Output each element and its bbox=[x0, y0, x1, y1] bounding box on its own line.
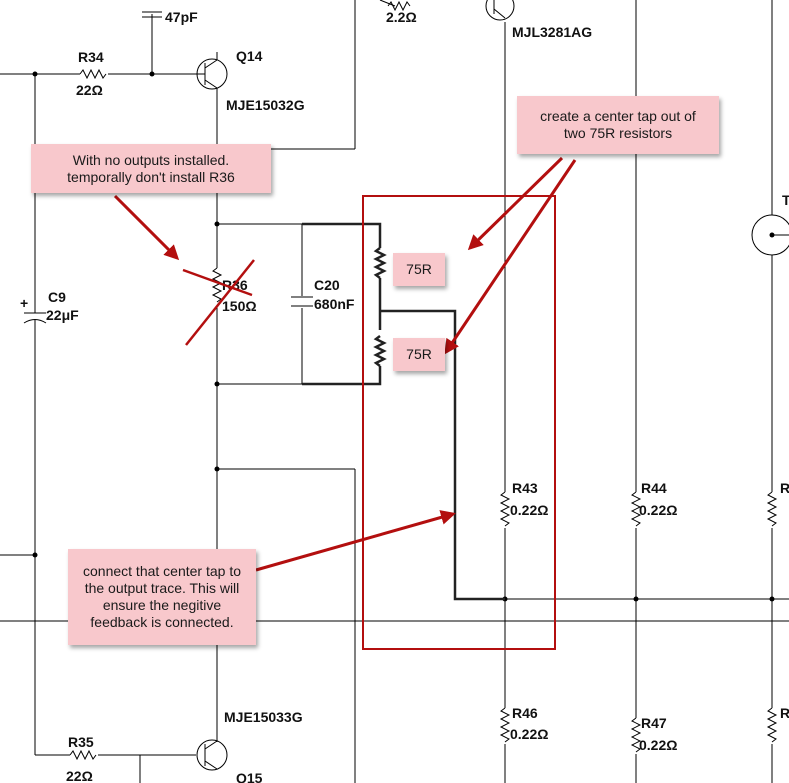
resistor-r44: R44 0.22Ω bbox=[630, 480, 677, 527]
resistor-r35: R35 22Ω bbox=[66, 734, 97, 783]
q14-ref: Q14 bbox=[236, 48, 263, 64]
resistor-right-top: R bbox=[766, 480, 789, 527]
resistor-label-1: 75R bbox=[393, 253, 445, 286]
c20-ref: C20 bbox=[314, 277, 340, 293]
r43-ref: R43 bbox=[512, 480, 538, 496]
capacitor-c20: C20 680nF bbox=[291, 277, 355, 312]
c9-value: 22μF bbox=[46, 307, 79, 323]
r35-ref: R35 bbox=[68, 734, 94, 750]
r46-value: 0.22Ω bbox=[510, 726, 548, 742]
c20-value: 680nF bbox=[314, 296, 355, 312]
r35-value: 22Ω bbox=[66, 768, 93, 783]
transistor-q14: Q14 MJE15032G bbox=[196, 48, 305, 113]
junction-dots bbox=[32, 71, 775, 602]
r34-ref: R34 bbox=[78, 49, 104, 65]
r34-value: 22Ω bbox=[76, 82, 103, 98]
q14-part: MJE15032G bbox=[226, 97, 305, 113]
transistor-top: MJL3281AG bbox=[485, 0, 592, 40]
r43-value: 0.22Ω bbox=[510, 502, 548, 518]
svg-text:T: T bbox=[782, 192, 789, 208]
note-output: connect that center tap to the output tr… bbox=[68, 549, 256, 645]
annotation-arrows bbox=[113, 156, 577, 572]
q15-part: MJE15033G bbox=[224, 709, 303, 725]
svg-text:Q15: Q15 bbox=[236, 770, 263, 783]
r46-ref: R46 bbox=[512, 705, 538, 721]
svg-text:+: + bbox=[20, 295, 28, 311]
c-top-value: 47pF bbox=[165, 9, 198, 25]
svg-text:R: R bbox=[780, 480, 789, 496]
resistor-r34: R34 22Ω bbox=[76, 49, 107, 98]
svg-text:R: R bbox=[780, 705, 789, 721]
r47-ref: R47 bbox=[641, 715, 667, 731]
transistor-q15: MJE15033G Q15 bbox=[196, 709, 303, 783]
added-center-tap-wiring bbox=[302, 222, 505, 601]
r44-value: 0.22Ω bbox=[639, 502, 677, 518]
cross-out-mark bbox=[182, 259, 255, 346]
highlight-box bbox=[362, 195, 556, 650]
q-top-part: MJL3281AG bbox=[512, 24, 592, 40]
note-r36: With no outputs installed. temporally do… bbox=[31, 144, 271, 193]
r36-value: 150Ω bbox=[222, 298, 257, 314]
r44-ref: R44 bbox=[641, 480, 667, 496]
resistor-r47: R47 0.22Ω bbox=[630, 715, 677, 753]
resistor-top: 2.2Ω bbox=[386, 0, 417, 25]
capacitor-c9: + C9 22μF bbox=[20, 289, 79, 326]
r-top-value: 2.2Ω bbox=[386, 9, 417, 25]
resistor-label-2: 75R bbox=[393, 338, 445, 371]
resistor-r43: R43 0.22Ω bbox=[499, 480, 548, 527]
capacitor-top: 47pF bbox=[142, 9, 198, 25]
transistor-right-edge: T bbox=[751, 192, 789, 256]
c9-ref: C9 bbox=[48, 289, 66, 305]
resistor-r46: R46 0.22Ω bbox=[499, 705, 548, 743]
resistor-r36: R36 150Ω bbox=[211, 267, 257, 314]
r47-value: 0.22Ω bbox=[639, 737, 677, 753]
resistor-right-bottom: R bbox=[766, 705, 789, 743]
note-center-tap: create a center tap out of two 75R resis… bbox=[517, 96, 719, 154]
